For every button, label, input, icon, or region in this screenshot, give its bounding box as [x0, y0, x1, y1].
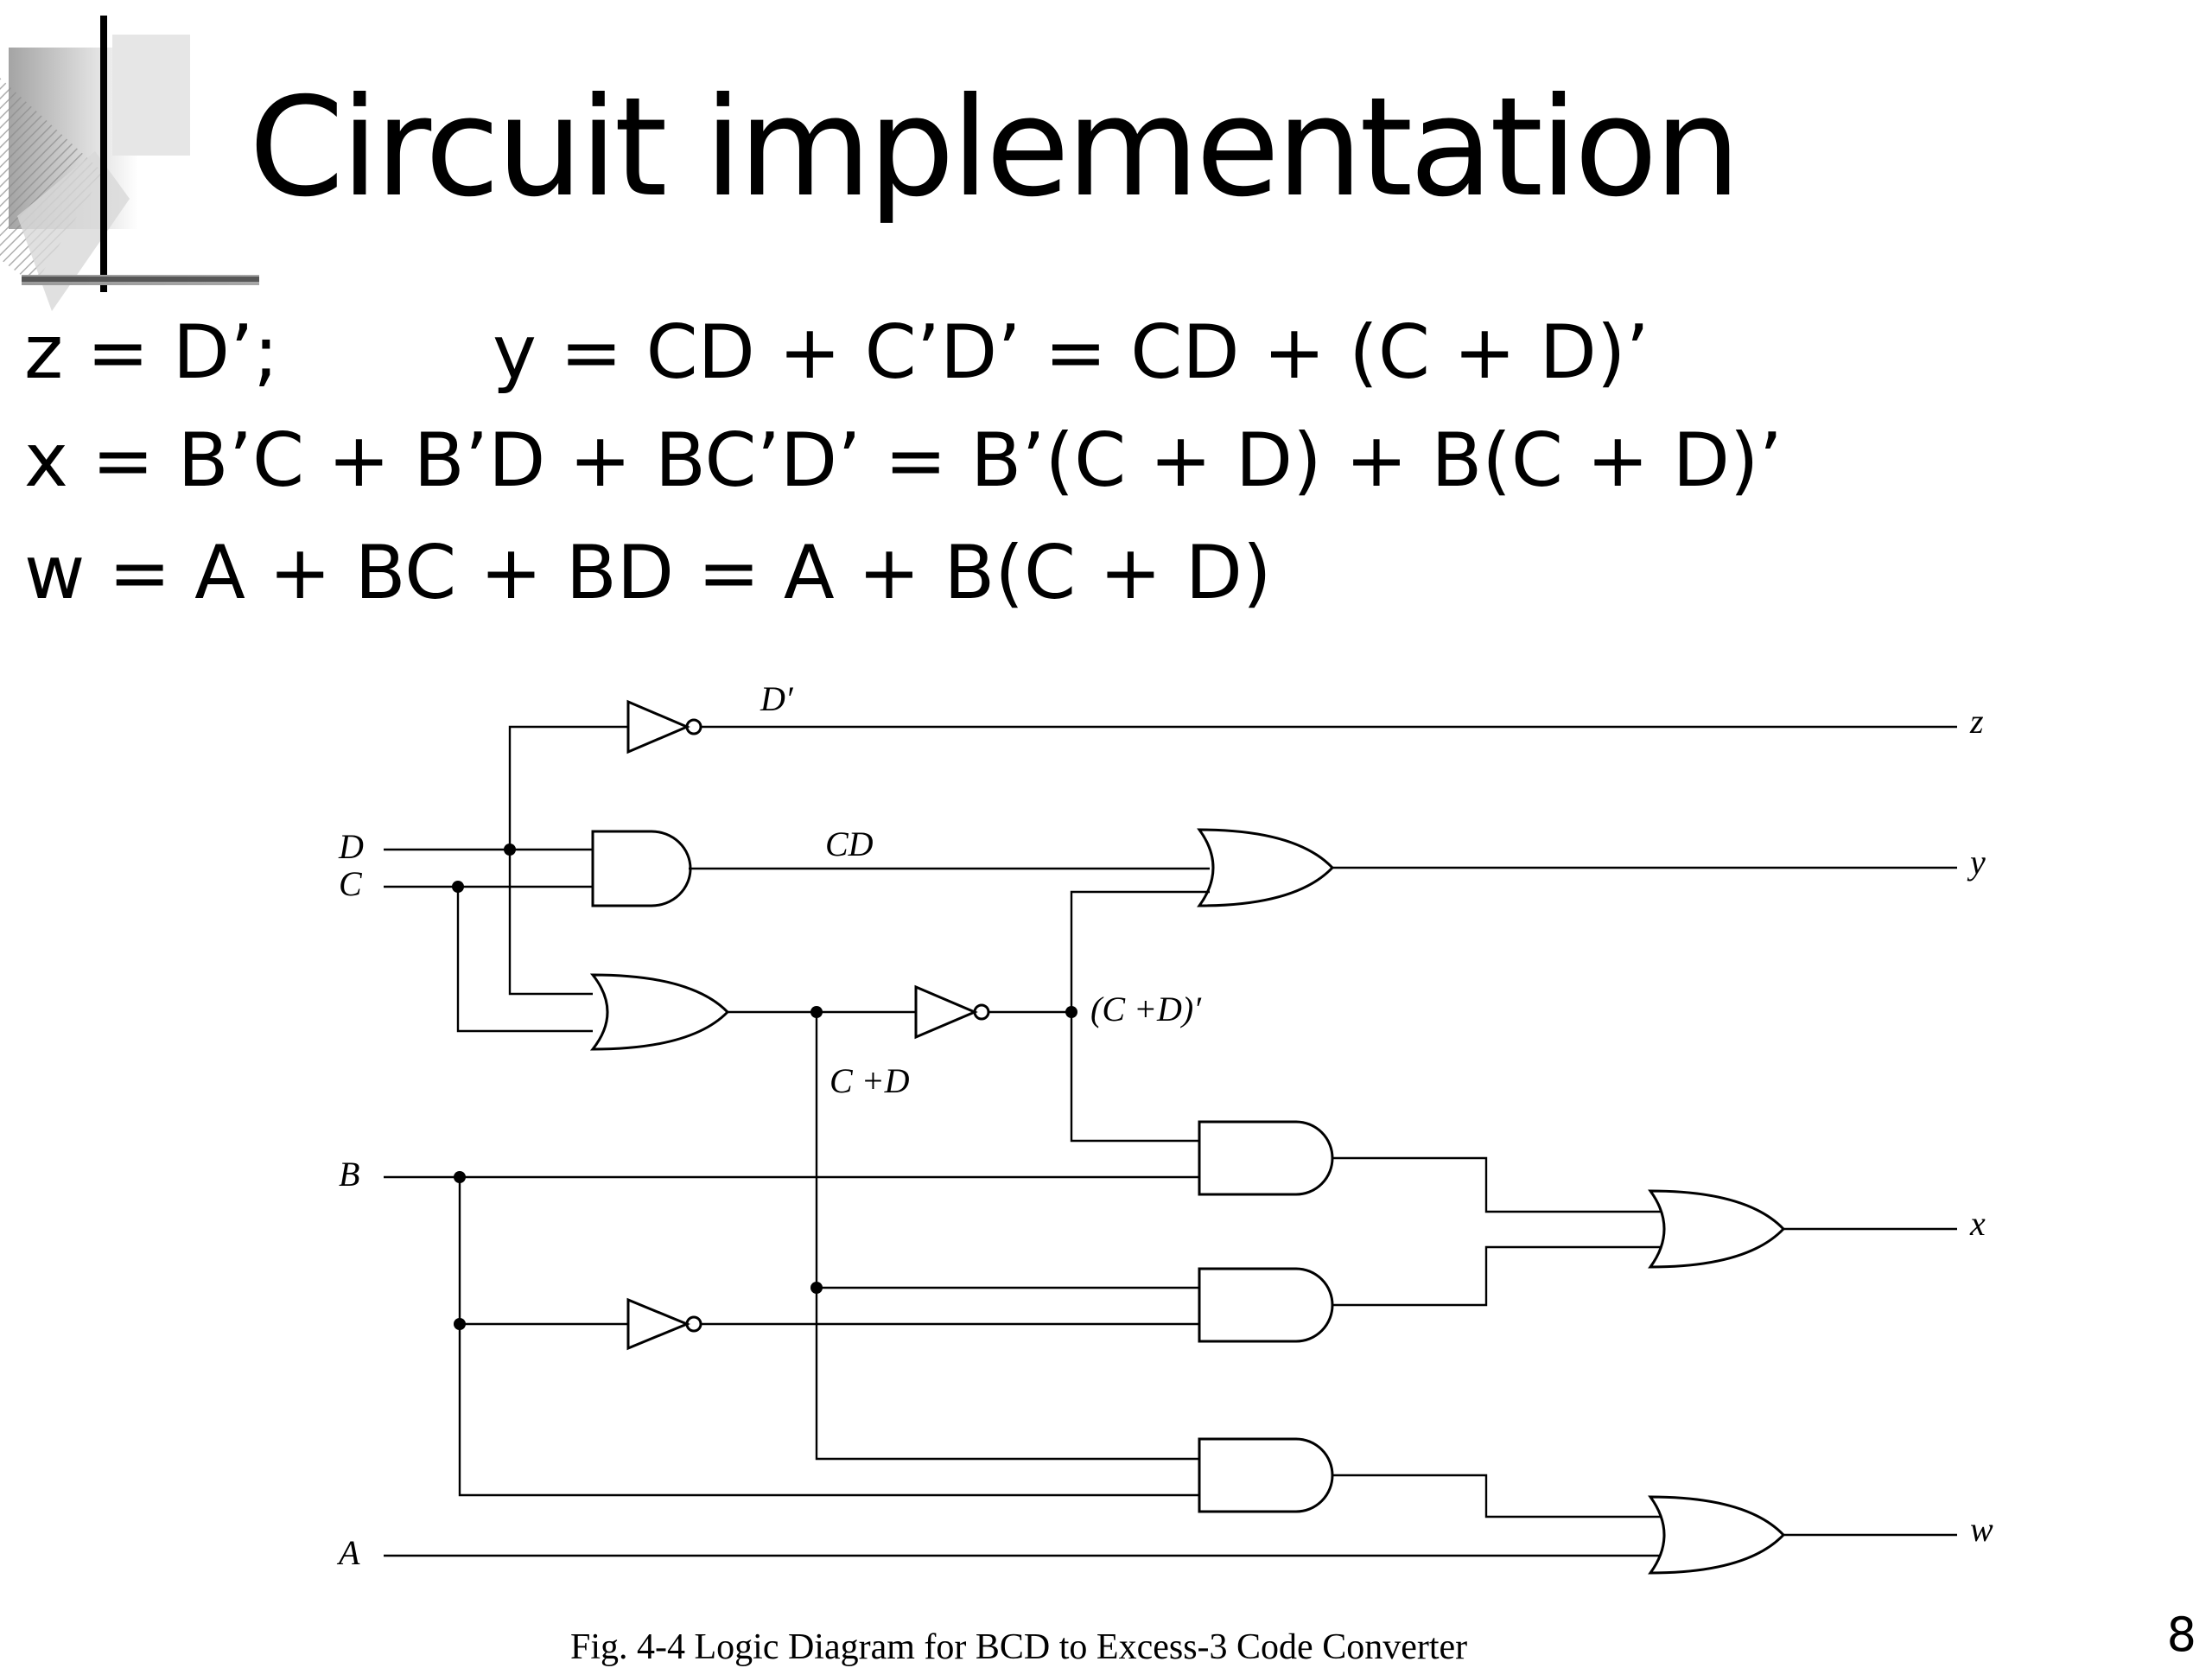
and-gate-bnot-c-or-d [1198, 1267, 1334, 1343]
or-gate-x [1648, 1189, 1786, 1269]
output-label-w: w [1970, 1510, 1993, 1549]
or-gate-c-or-d [589, 973, 730, 1051]
signal-label-c-or-d-not: (C +D)′ [1090, 990, 1202, 1028]
and-gate-b-c-or-d [1198, 1437, 1334, 1513]
output-label-y: y [1967, 843, 1986, 882]
equation-w: w = A + BC + BD = A + B(C + D) [24, 530, 1272, 616]
and-gate-b-cd-not [1198, 1120, 1334, 1196]
inverter-b [626, 1297, 702, 1351]
junction-dots [452, 844, 1077, 1330]
output-label-z: z [1969, 702, 1984, 741]
and-gate-cd [591, 830, 692, 907]
input-label-d: D [338, 827, 364, 866]
input-label-b: B [339, 1155, 359, 1194]
equation-z: z = D’; [24, 309, 279, 396]
inverter-c-or-d [914, 984, 990, 1040]
output-label-x: x [1969, 1204, 1986, 1243]
signal-label-d-not: D′ [760, 679, 794, 718]
equation-x: x = B’C + B’D + BC’D’ = B’(C + D) + B(C … [24, 417, 1783, 504]
inverter-d [626, 699, 702, 754]
signal-label-c-or-d: C +D [830, 1061, 910, 1100]
or-gate-w [1648, 1495, 1786, 1575]
slide-decoration [0, 16, 259, 311]
slide-title: Circuit implementation [249, 68, 1741, 227]
page-number: 8 [2166, 1608, 2196, 1662]
or-gate-y [1197, 828, 1335, 907]
wires [384, 725, 1957, 1557]
figure-caption: Fig. 4-4 Logic Diagram for BCD to Excess… [570, 1627, 1468, 1667]
equation-y: y = CD + C’D’ = CD + (C + D)’ [493, 309, 1649, 396]
input-label-a: A [336, 1533, 360, 1572]
input-label-c: C [339, 864, 363, 903]
signal-label-cd: CD [825, 824, 874, 863]
